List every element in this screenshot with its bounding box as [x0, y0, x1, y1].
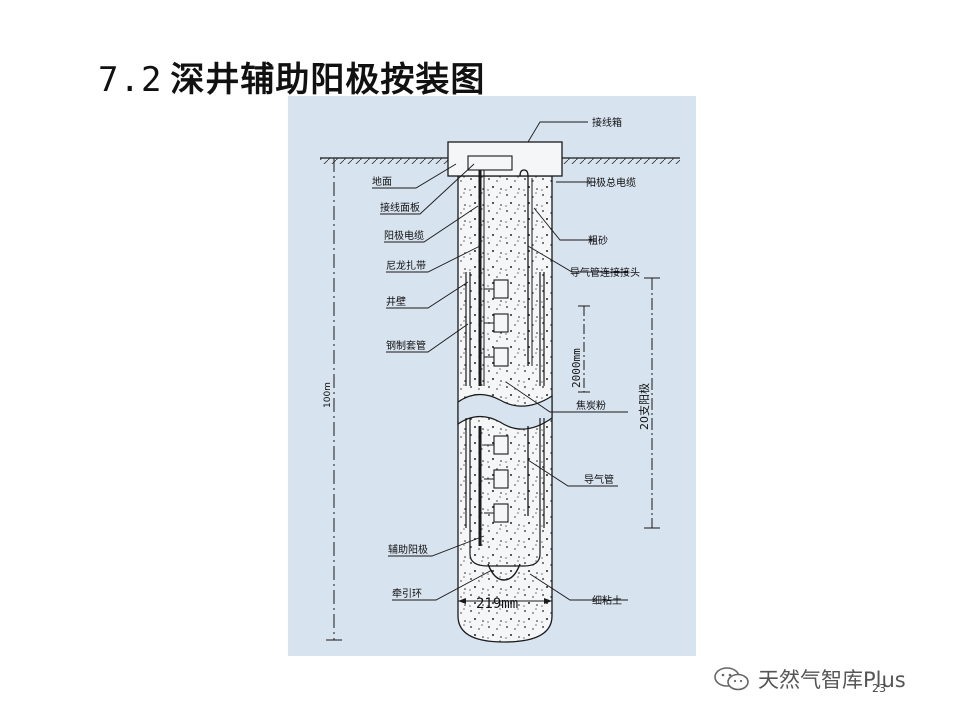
- vent-pipe-line: [519, 169, 533, 366]
- break-symbol: [457, 393, 553, 430]
- deep-well-anode-diagram: 219mm 100m 2000mm 20支阳极: [288, 96, 696, 656]
- anode-main-cable: [478, 170, 485, 386]
- junction-box: [447, 141, 563, 177]
- label-terminal-panel: 接线面板: [380, 201, 420, 214]
- anode-upper: [484, 279, 509, 367]
- depth-dimension: [326, 157, 342, 641]
- label-auxiliary-anode: 辅助阳极: [388, 543, 428, 556]
- label-ground: 地面: [372, 175, 392, 188]
- spacing-label: 2000mm: [570, 348, 583, 388]
- label-vent-pipe: 导气管: [584, 473, 614, 486]
- label-coke-breeze: 焦炭粉: [576, 399, 606, 412]
- label-anode-cable: 阳极电缆: [384, 229, 424, 242]
- depth-label: 100m: [323, 382, 333, 408]
- wechat-icon: [714, 667, 749, 691]
- label-coarse-sand: 粗砂: [588, 234, 608, 247]
- steel-casing-upper: [465, 272, 545, 386]
- label-fine-clay: 细粘土: [592, 594, 622, 607]
- diameter-dimension: [458, 598, 552, 604]
- label-steel-casing: 钢制套管: [386, 339, 426, 352]
- inner-tube-bottom: [469, 528, 541, 567]
- steel-casing-lower: [465, 418, 545, 546]
- anode-count-dimension: [644, 277, 660, 529]
- watermark-text: 天然气智库Plus: [758, 668, 906, 692]
- label-well-wall: 井壁: [386, 295, 406, 308]
- title-text: 深井辅助阳极按装图: [170, 60, 486, 100]
- label-junction-box: 接线箱: [592, 116, 622, 129]
- label-vent-pipe-connector: 导气管连接接头: [570, 266, 640, 279]
- spacing-dimension: [578, 305, 590, 393]
- anode-lower: [484, 435, 509, 523]
- leader-lines: [372, 121, 628, 601]
- label-nylon-strap: 尼龙扎带: [386, 259, 426, 272]
- anode-count-label: 20支阳极: [637, 383, 651, 430]
- diagram-svg: 219mm 100m 2000mm 20支阳极: [320, 116, 680, 643]
- diameter-label: 219mm: [476, 596, 518, 612]
- page-number: 23: [872, 682, 886, 695]
- title-number: 7.2: [98, 60, 163, 100]
- label-anode-main-cable: 阳极总电缆: [586, 176, 636, 189]
- pulling-ring: [487, 563, 521, 581]
- label-pulling-ring: 牵引环: [392, 588, 422, 600]
- watermark: 天然气智库Plus: [712, 664, 906, 694]
